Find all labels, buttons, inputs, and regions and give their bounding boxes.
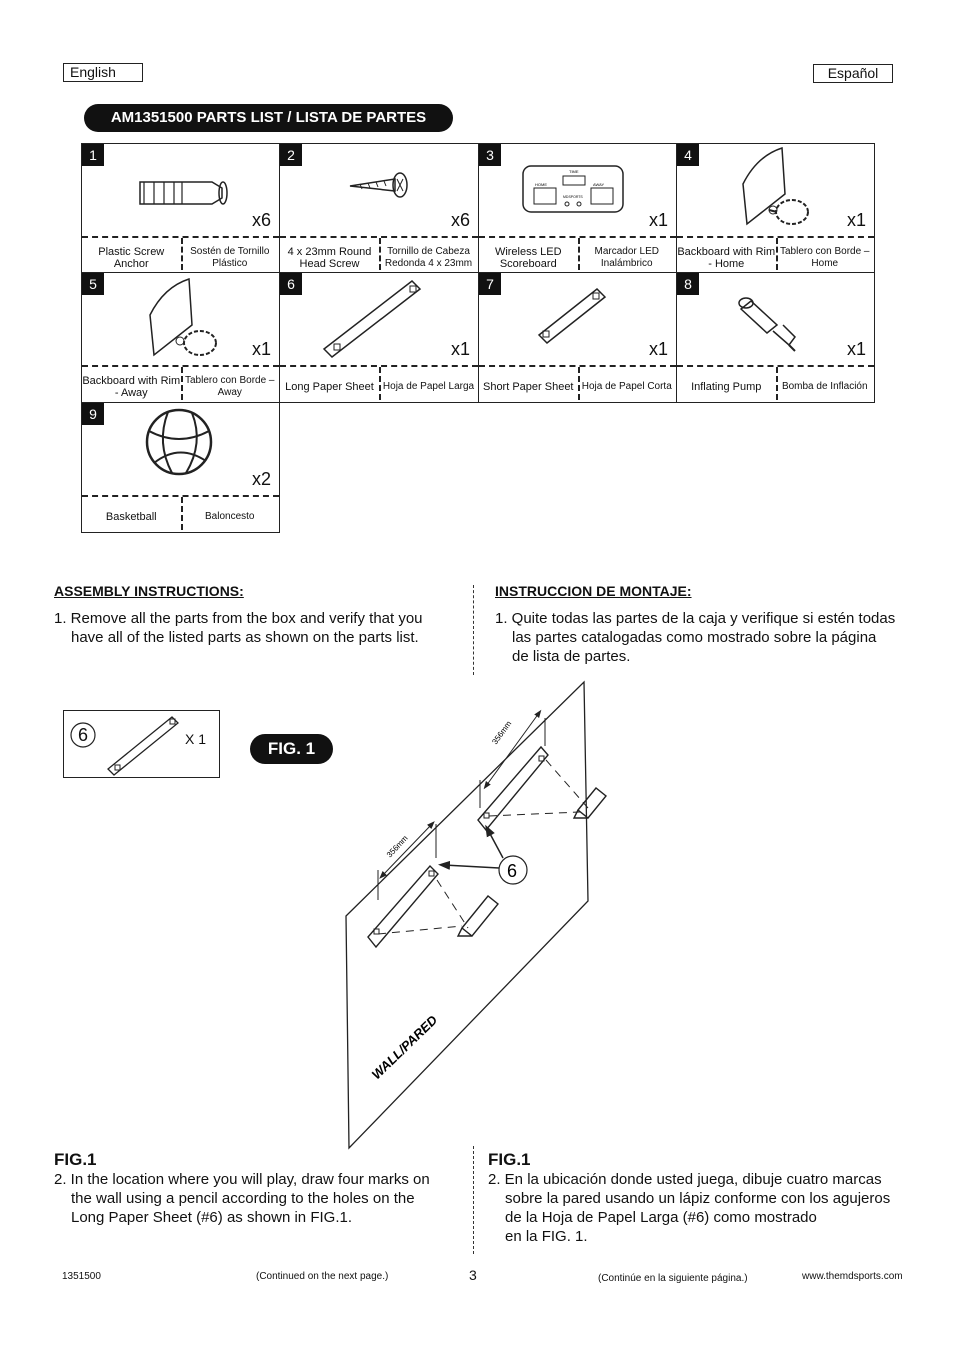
part-name-es: Baloncesto — [205, 511, 255, 522]
part-qty: x2 — [251, 469, 271, 489]
part-name-en: Plastic Screw Anchor — [98, 246, 165, 270]
part-cell-9: 9 x2 Basketball Baloncesto — [81, 402, 280, 533]
part-number: 4 — [677, 144, 699, 166]
step2-es: 2. En la ubicación donde usted juega, di… — [488, 1171, 891, 1245]
website: www.themdsports.com — [802, 1271, 903, 1282]
inflating-pump-icon — [738, 297, 796, 352]
long-paper-sheet-icon — [70, 716, 179, 776]
part-qty: x6 — [450, 210, 470, 230]
scoreboard-home-text: HOME — [535, 182, 547, 187]
step2-en: 2. In the location where you will play, … — [54, 1171, 430, 1226]
part-name-en: Short Paper Sheet — [482, 381, 574, 393]
part-qty: x1 — [846, 210, 866, 230]
part-number: 3 — [479, 144, 501, 166]
part-ref-number: 6 — [507, 861, 517, 881]
part-qty: x6 — [251, 210, 271, 230]
callout-number: 6 — [77, 725, 88, 745]
part-cell-7: 7 x1 Short Paper Sheet Hoja de Papel Cor… — [478, 272, 677, 403]
spanish-label: Español — [813, 64, 893, 83]
part-name-en: Inflating Pump — [691, 381, 762, 393]
part-number: 8 — [677, 273, 699, 295]
english-label: English — [63, 63, 143, 82]
backboard-away-icon — [149, 277, 217, 357]
part-name-en: Long Paper Sheet — [285, 381, 374, 393]
part-cell-1: 1 x6 Plastic Screw Anchor Sostén de Torn… — [81, 143, 280, 273]
short-paper-sheet-icon — [537, 287, 607, 345]
part-name-en: 4 x 23mm Round Head Screw — [287, 246, 372, 270]
continued-en: (Continued on the next page.) — [256, 1271, 389, 1282]
part-qty: x1 — [846, 339, 866, 359]
part-qty: x1 — [251, 339, 271, 359]
part-name-en: Basketball — [105, 511, 157, 523]
wall-label: WALL/PARED — [369, 1012, 441, 1082]
fig-1-pill: FIG. 1 — [250, 734, 333, 764]
part-name-es: Hoja de Papel Corta — [581, 381, 672, 392]
part-name-en: Backboard with Rim - Away — [82, 375, 181, 399]
instruccion-montaje-heading: INSTRUCCION DE MONTAJE: — [495, 583, 692, 599]
part-name-es: Tornillo de Cabeza Redonda 4 x 23mm — [384, 246, 473, 269]
step1-es: 1. Quite todas las partes de la caja y v… — [495, 610, 896, 665]
part-cell-4: 4 x1 Backboard with Rim - Home Tablero c… — [676, 143, 875, 273]
part-name-es: Bomba de Inflación — [781, 381, 868, 392]
scoreboard-time-text: TIME — [569, 169, 579, 174]
part-number: 5 — [82, 273, 104, 295]
part-name-en: Backboard with Rim - Home — [677, 246, 776, 270]
dimension-label-upper: 356mm — [490, 719, 513, 746]
part-cell-6: 6 x1 Long Paper Sheet Hoja de Papel Larg… — [279, 272, 479, 403]
scoreboard-brand-text: MDSPORTS — [563, 195, 583, 199]
part-name-es: Sostén de Tornillo Plástico — [190, 246, 270, 269]
column-separator — [473, 585, 474, 675]
part-number: 6 — [280, 273, 302, 295]
part-name-es: Tablero con Borde – Away — [184, 375, 275, 398]
part-number: 2 — [280, 144, 302, 166]
led-scoreboard-icon: TIME HOME AWAY MDSPORTS — [522, 165, 624, 213]
part-qty: x1 — [648, 210, 668, 230]
callout-qty: X 1 — [185, 731, 207, 747]
part-qty: x1 — [648, 339, 668, 359]
part-cell-8: 8 x1 Inflating Pump Bomba de Inflación — [676, 272, 875, 403]
assembly-instructions-heading: ASSEMBLY INSTRUCTIONS: — [54, 583, 244, 599]
long-paper-sheet-icon — [322, 280, 422, 358]
part-name-es: Tablero con Borde – Home — [779, 246, 870, 269]
round-head-screw-icon — [349, 172, 408, 198]
part-name-en: Wireless LED Scoreboard — [494, 246, 562, 270]
backboard-home-icon — [742, 146, 809, 226]
part-6-callout: 6 X 1 — [63, 710, 220, 778]
part-cell-3: 3 TIME HOME AWAY MDSPORTS x1 Wireless LE… — [478, 143, 677, 273]
part-number: 7 — [479, 273, 501, 295]
plastic-screw-anchor-icon — [139, 181, 228, 205]
fig1-title-es: FIG.1 — [488, 1150, 531, 1169]
part-number: 9 — [82, 403, 104, 425]
column-separator-bottom — [473, 1146, 474, 1254]
model-number: 1351500 — [62, 1271, 101, 1282]
part-cell-2: 2 x6 4 x 23mm Round Head Screw Tornillo … — [279, 143, 479, 273]
part-qty: x1 — [450, 339, 470, 359]
basketball-icon — [145, 408, 213, 476]
parts-list-title: AM1351500 PARTS LIST / LISTA DE PARTES — [84, 104, 453, 132]
step1-en: 1. Remove all the parts from the box and… — [54, 610, 423, 646]
page-number: 3 — [469, 1267, 477, 1283]
part-name-es: Hoja de Papel Larga — [382, 381, 475, 392]
scoreboard-away-text: AWAY — [593, 182, 605, 187]
part-name-es: Marcador LED Inalámbrico — [594, 246, 659, 269]
dimension-label-lower: 356mm — [385, 833, 410, 859]
continued-es: (Continúe en la siguiente página.) — [598, 1273, 748, 1284]
fig1-title-en: FIG.1 — [54, 1150, 97, 1169]
part-number: 1 — [82, 144, 104, 166]
